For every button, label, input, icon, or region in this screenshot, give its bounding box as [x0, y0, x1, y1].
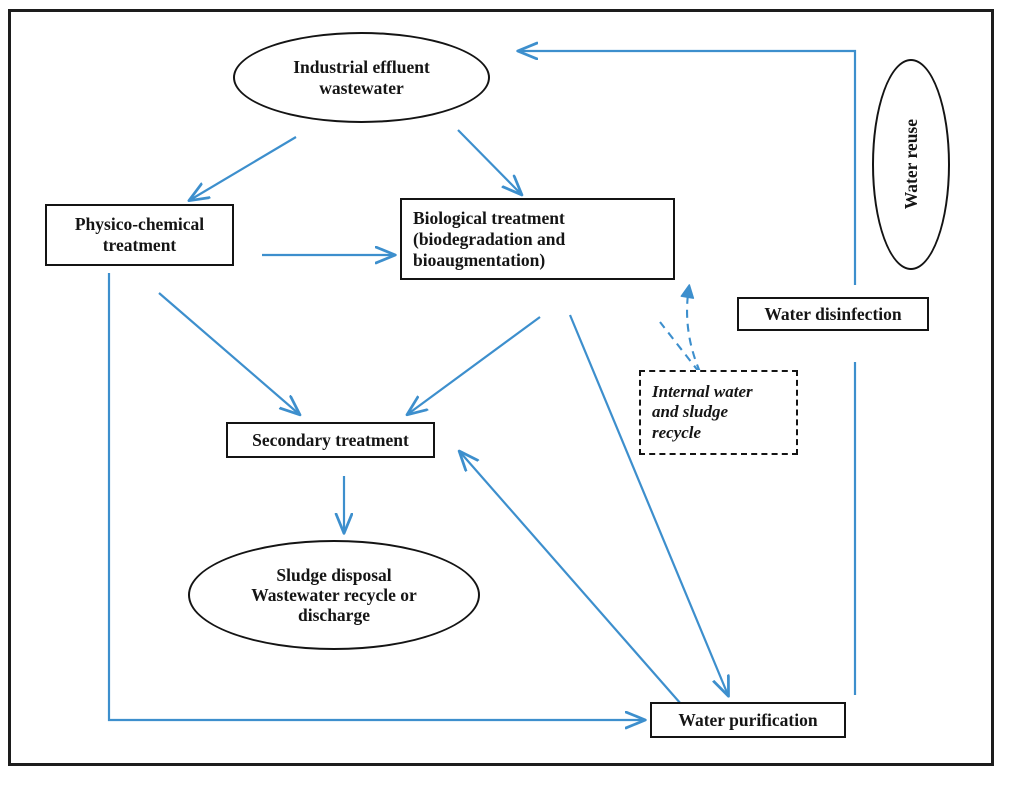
node-label-line: Internal water — [652, 381, 753, 401]
node-label-line: recycle — [652, 422, 702, 442]
node-secondary-treatment[interactable]: Secondary treatment — [226, 422, 435, 458]
node-label-line: Physico-chemical — [74, 214, 205, 234]
node-label-line: Industrial effluent — [293, 57, 430, 78]
node-industrial-effluent-wastewater[interactable]: Industrial effluent wastewater — [233, 32, 490, 123]
node-label-line: Biological treatment — [413, 207, 565, 228]
node-biological-treatment[interactable]: Biological treatment (biodegradation and… — [400, 198, 675, 280]
node-internal-water-and-sludge-recycle[interactable]: Internal water and sludge recycle — [639, 370, 798, 455]
node-water-purification[interactable]: Water purification — [650, 702, 846, 738]
node-label-line: Secondary treatment — [252, 429, 409, 450]
node-label-line: discharge — [298, 605, 370, 626]
node-label-line: bioaugmentation) — [413, 249, 546, 270]
node-label-line: Water purification — [678, 709, 818, 730]
node-label-line: and sludge — [652, 402, 729, 422]
node-label-line: Water reuse — [900, 119, 921, 210]
node-label-line: Wastewater recycle or — [251, 584, 417, 605]
diagram-frame — [8, 9, 994, 766]
node-label-line: Water disinfection — [764, 303, 902, 324]
node-label-line: wastewater — [319, 77, 404, 98]
node-label-line: Sludge disposal — [276, 564, 392, 585]
node-water-reuse[interactable]: Water reuse — [872, 59, 950, 270]
node-water-disinfection[interactable]: Water disinfection — [737, 297, 929, 331]
node-label-line: (biodegradation and — [413, 228, 566, 249]
node-label-line: treatment — [102, 235, 177, 255]
node-physico-chemical-treatment[interactable]: Physico-chemical treatment — [45, 204, 234, 266]
node-sludge-disposal[interactable]: Sludge disposal Wastewater recycle or di… — [188, 540, 480, 650]
